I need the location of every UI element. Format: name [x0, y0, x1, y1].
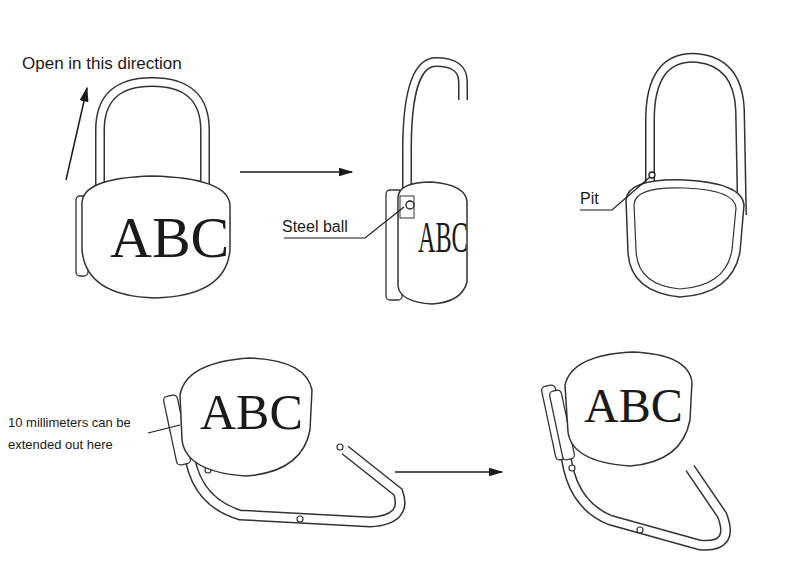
step-arrow — [240, 171, 352, 173]
direction-arrow — [66, 88, 87, 180]
callout-label: Pit — [580, 190, 599, 208]
hanger-back — [580, 58, 744, 297]
disc-monogram: ABC — [200, 384, 303, 441]
hanger-unfolded — [148, 358, 400, 522]
hanger-extended — [541, 352, 726, 545]
disc-monogram: ABC — [418, 212, 468, 263]
hanger-opening — [284, 62, 467, 304]
hanger-closed — [76, 82, 230, 298]
step-arrow — [395, 471, 502, 473]
callout-label: 10 millimeters can be extended out here — [8, 412, 158, 456]
disc-monogram: ABC — [584, 378, 683, 433]
disc-monogram: ABC — [110, 204, 229, 271]
instruction-text: Open in this direction — [22, 54, 182, 74]
callout-label: Steel ball — [282, 218, 348, 236]
